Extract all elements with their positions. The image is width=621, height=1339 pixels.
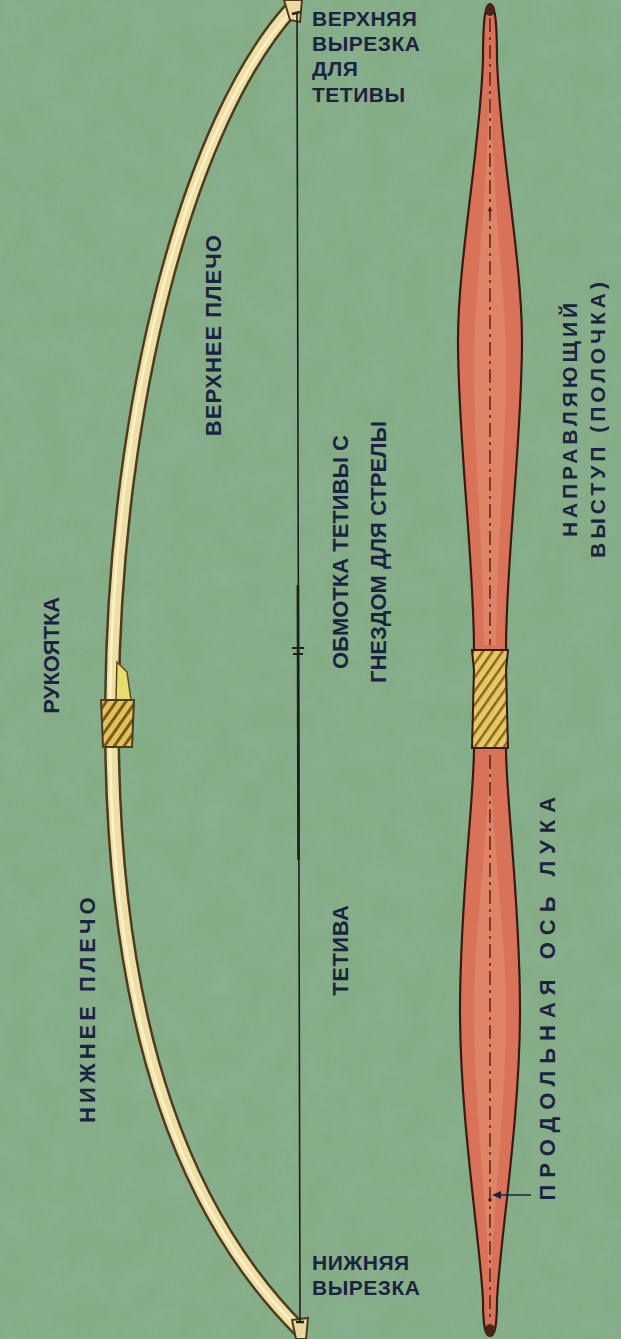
part-label: НАПРАВЛЯЮЩИЙ ВЫСТУП (ПОЛОЧКА) xyxy=(556,253,612,583)
bow-front-view xyxy=(458,4,522,1336)
part-label: ПРОДОЛЬНАЯ ОСЬ ЛУКА xyxy=(535,789,561,1200)
part-label: ОБМОТКА ТЕТИВЫ С ГНЕЗДОМ ДЛЯ СТРЕЛЫ xyxy=(322,402,398,702)
part-label: НИЖНЯЯ ВЫРЕЗКА xyxy=(312,1250,442,1300)
bow-side-view xyxy=(101,0,308,1339)
part-label: ВЕРХНЕЕ ПЛЕЧО xyxy=(201,234,227,436)
part-label: ТЕТИВА xyxy=(329,904,355,995)
part-label: РУКОЯТКА xyxy=(39,597,65,714)
leader-line xyxy=(492,1191,531,1199)
part-label: НИЖНЕЕ ПЛЕЧО xyxy=(75,893,101,1122)
part-label: ВЕРХНЯЯ ВЫРЕЗКА ДЛЯ ТЕТИВЫ xyxy=(312,6,442,107)
bowstring xyxy=(292,14,304,1322)
